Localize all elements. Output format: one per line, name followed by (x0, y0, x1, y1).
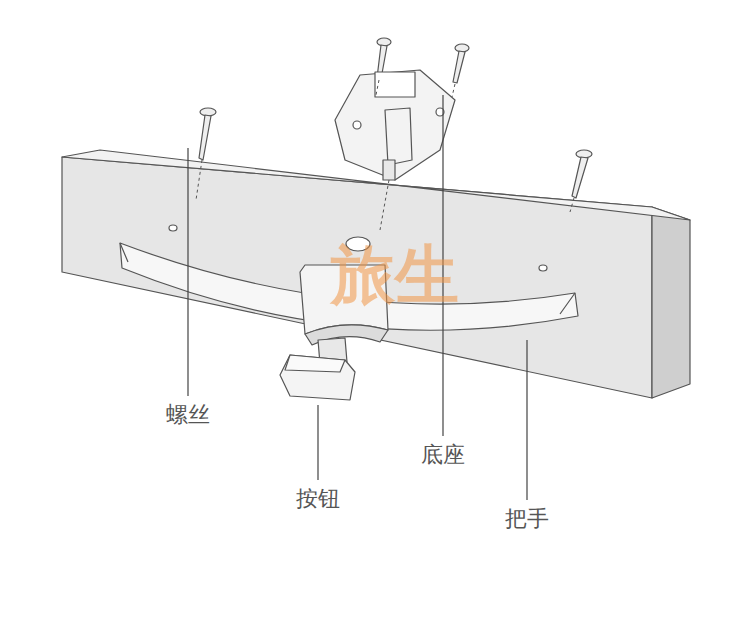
part-label: 按钮 (296, 484, 340, 514)
screw-hole (539, 265, 547, 271)
lock-base (335, 70, 455, 180)
part-label: 把手 (505, 504, 549, 534)
screw (199, 38, 592, 198)
handle-recess (305, 325, 388, 345)
panel-side (652, 207, 690, 398)
part-label: 底座 (421, 440, 465, 470)
part-label: 螺丝 (166, 400, 210, 430)
screw-hole (169, 225, 177, 231)
leader-line (188, 95, 527, 500)
push-button (280, 338, 355, 400)
watermark: 旅生 (331, 232, 459, 319)
door-panel (62, 157, 652, 398)
